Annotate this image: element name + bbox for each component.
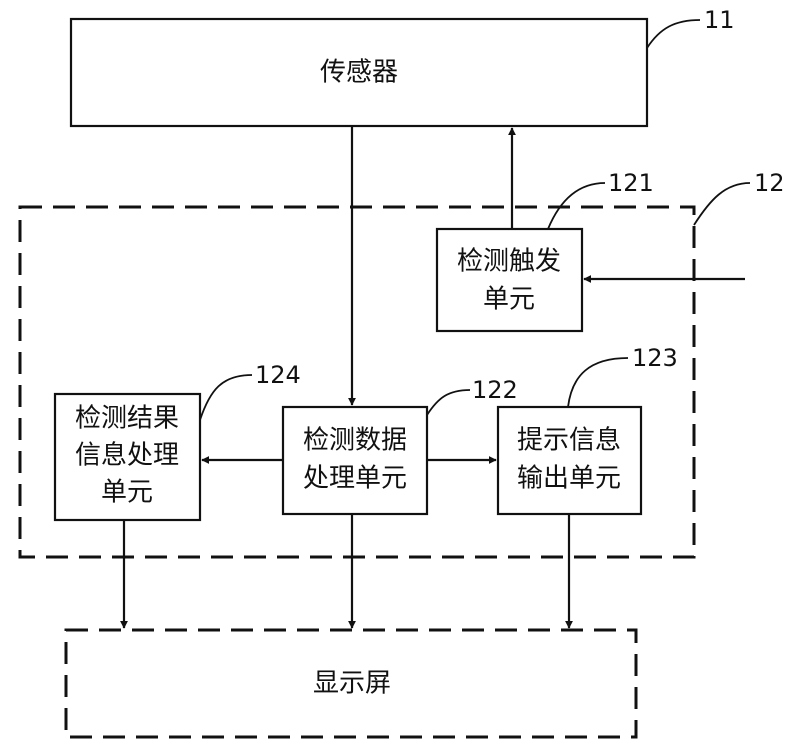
prompt-output-unit-line2: 输出单元	[517, 464, 621, 494]
data-processing-unit-box	[281, 405, 429, 516]
module-ref: 12	[754, 169, 785, 197]
sensor-box	[69, 17, 649, 128]
result-processing-unit-ref: 124	[255, 361, 301, 389]
prompt-output-unit-ref-leader	[567, 357, 629, 408]
result-processing-unit-line3: 单元	[101, 478, 153, 508]
result-processing-unit-block: 检测结果 信息处理 单元	[53, 392, 202, 522]
data-processing-unit-ref: 122	[472, 376, 518, 404]
result-processing-unit-ref-leader	[199, 374, 253, 421]
prompt-output-unit-line1: 提示信息	[517, 426, 621, 456]
trigger-unit-line1: 检测触发	[457, 247, 561, 277]
prompt-output-unit-block: 提示信息 输出单元	[496, 405, 643, 516]
result-processing-unit-box	[53, 392, 202, 522]
data-processing-unit-ref-leader	[426, 389, 471, 416]
display-label: 显示屏	[313, 669, 391, 699]
trigger-unit-ref: 121	[608, 169, 654, 197]
data-processing-unit-line1: 检测数据	[303, 426, 407, 456]
result-processing-unit-line2: 信息处理	[75, 441, 179, 471]
module-boundary	[18, 205, 696, 559]
trigger-unit-block: 检测触发 单元	[435, 227, 584, 333]
data-processing-unit-line2: 处理单元	[303, 464, 407, 494]
sensor-ref-leader	[646, 19, 701, 49]
result-processing-unit-line1: 检测结果	[75, 404, 179, 434]
module-ref-leader	[693, 182, 751, 226]
display-box	[64, 628, 638, 739]
data-processing-unit-block: 检测数据 处理单元	[281, 405, 429, 516]
sensor-ref: 11	[704, 6, 735, 34]
sensor-block: 传感器	[69, 17, 649, 128]
prompt-output-unit-ref: 123	[632, 344, 678, 372]
trigger-unit-ref-leader	[547, 182, 606, 230]
prompt-output-unit-box	[496, 405, 643, 516]
sensor-label: 传感器	[320, 58, 398, 88]
trigger-unit-line2: 单元	[483, 285, 535, 315]
trigger-unit-box	[435, 227, 584, 333]
display-block: 显示屏	[64, 628, 638, 739]
